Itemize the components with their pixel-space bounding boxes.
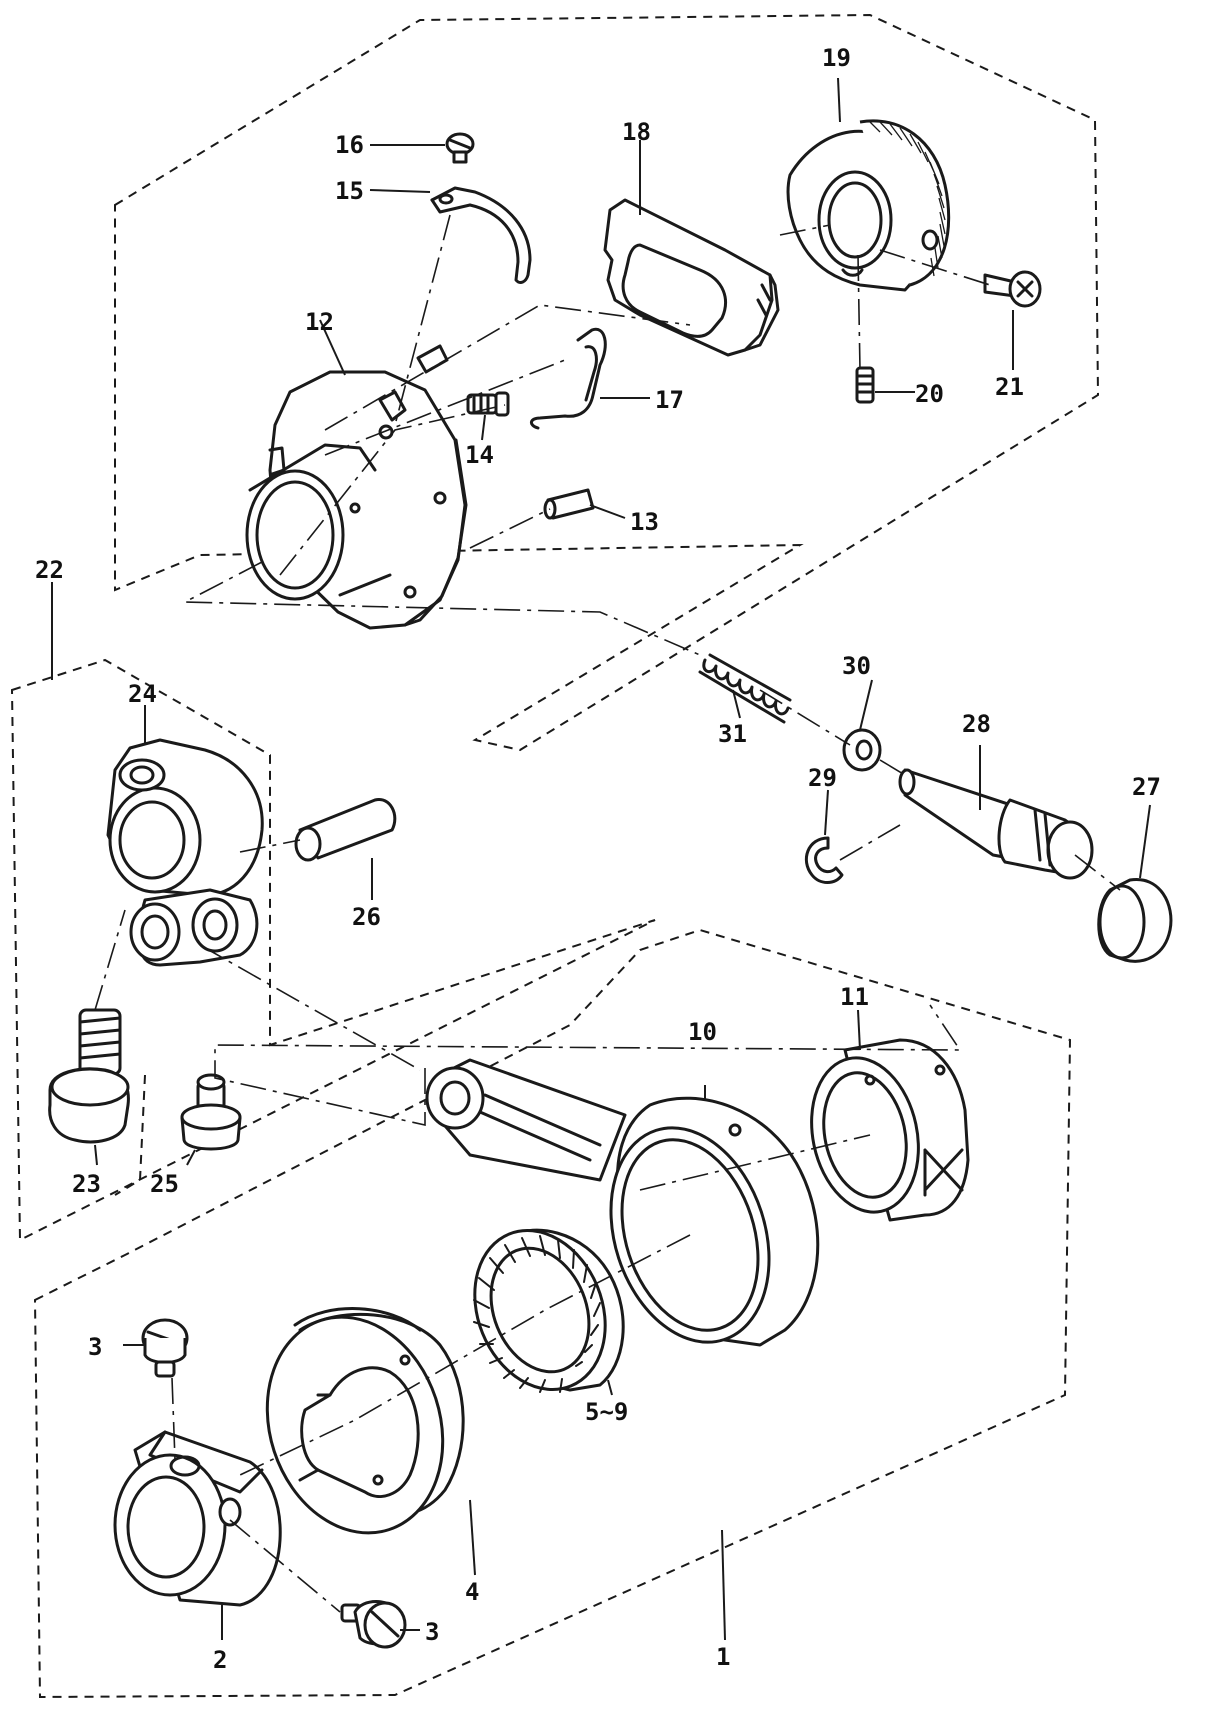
leader-lines xyxy=(51,77,1151,1641)
label-31: 31 xyxy=(718,720,747,748)
part-12-flange xyxy=(245,370,468,630)
label-1: 1 xyxy=(716,1643,730,1671)
part-16-screw xyxy=(445,132,475,164)
part-23-screw xyxy=(48,1008,130,1144)
label-3-bottom: 3 xyxy=(425,1618,439,1646)
bearing-rollers xyxy=(473,1235,601,1393)
part-20-set-screw xyxy=(855,366,875,404)
group-outline-1 xyxy=(33,928,1072,1699)
knurl-lines xyxy=(869,121,946,277)
part-27-cap xyxy=(1097,878,1173,963)
group-outline-25-inner xyxy=(114,1074,146,1196)
part-2-collar xyxy=(113,1430,282,1607)
part-24-block xyxy=(106,738,264,967)
part-17-wire-spring xyxy=(530,327,607,430)
part-11-sleeve xyxy=(810,1038,970,1222)
label-23: 23 xyxy=(72,1170,101,1198)
label-29: 29 xyxy=(808,764,837,792)
label-26: 26 xyxy=(352,903,381,931)
part-4-cam xyxy=(265,1307,465,1535)
part-21-screw xyxy=(983,270,1042,308)
part-labels: 16 15 12 14 13 17 18 19 20 21 22 24 26 3… xyxy=(35,44,1161,1674)
part-15-clip xyxy=(430,186,532,284)
label-4: 4 xyxy=(465,1578,479,1606)
pin-upper xyxy=(416,344,449,374)
part-31-spring xyxy=(698,653,792,724)
part-13-pin xyxy=(543,488,595,520)
label-14: 14 xyxy=(465,441,494,469)
label-27: 27 xyxy=(1132,773,1161,801)
label-3-top: 3 xyxy=(88,1333,102,1361)
label-22: 22 xyxy=(35,556,64,584)
group-outline-upper xyxy=(114,13,1100,752)
label-12: 12 xyxy=(305,308,334,336)
label-20: 20 xyxy=(915,380,944,408)
label-18: 18 xyxy=(622,118,651,146)
part-26-pin xyxy=(294,798,397,862)
label-24: 24 xyxy=(128,680,157,708)
label-17: 17 xyxy=(655,386,684,414)
label-11: 11 xyxy=(840,983,869,1011)
part-29-e-ring xyxy=(805,836,844,884)
label-25: 25 xyxy=(150,1170,179,1198)
label-28: 28 xyxy=(962,710,991,738)
part-18-plate xyxy=(603,198,780,357)
part-28-shaft xyxy=(898,768,1094,880)
assembly-axes xyxy=(94,214,1121,1613)
part-25-pin xyxy=(180,1073,242,1151)
label-19: 19 xyxy=(822,44,851,72)
label-10: 10 xyxy=(688,1018,717,1046)
part-19-knurled-ring xyxy=(786,119,951,292)
part-3-screw-top xyxy=(141,1318,189,1378)
label-21: 21 xyxy=(995,373,1024,401)
part-30-washer xyxy=(842,728,882,772)
label-5-9: 5~9 xyxy=(585,1398,628,1426)
label-30: 30 xyxy=(842,652,871,680)
label-16: 16 xyxy=(335,131,364,159)
part-10-connecting-rod xyxy=(425,1058,820,1347)
label-15: 15 xyxy=(335,177,364,205)
label-13: 13 xyxy=(630,508,659,536)
label-2: 2 xyxy=(213,1646,227,1674)
part-3-screw-bottom xyxy=(340,1600,407,1649)
part-5-9-needle-bearing xyxy=(473,1228,625,1393)
